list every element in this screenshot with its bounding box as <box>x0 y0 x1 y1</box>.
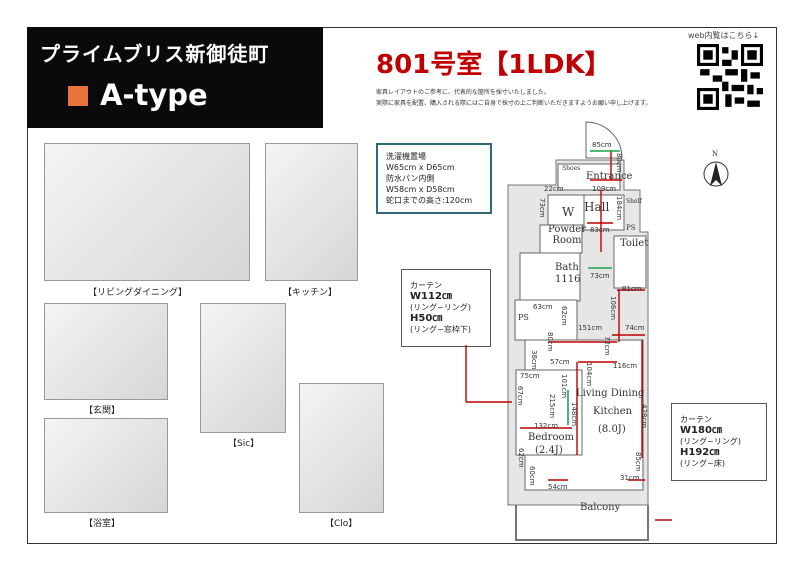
dim: 132cm <box>534 422 559 430</box>
dim: 184cm <box>615 196 623 221</box>
dim: 75cm <box>520 372 540 380</box>
room-bath: Bath 1116 <box>555 262 581 285</box>
dim: 80cm <box>546 332 554 352</box>
dim: 83cm <box>590 226 610 234</box>
dim: 81cm <box>622 285 642 293</box>
photo-kitchen[interactable] <box>265 143 358 281</box>
info-line: W65cm x D65cm <box>386 163 455 172</box>
web-tour-label: web内覧はこちら↓ <box>688 31 760 40</box>
room-living-dining: Living Dining <box>576 388 645 399</box>
info-line: カーテン <box>410 281 442 290</box>
info-line: W112㎝ <box>410 291 452 302</box>
dim: 151cm <box>578 324 603 332</box>
photo-caption: 【Clo】 <box>325 519 358 529</box>
info-line: H192㎝ <box>680 447 720 458</box>
info-line: カーテン <box>680 415 712 424</box>
dim: 67cm <box>516 386 524 406</box>
dim: 104cm <box>585 362 593 387</box>
room-ps-2: PS <box>626 224 636 232</box>
dim: 85cm <box>592 141 612 149</box>
room-ldk-size: (8.0J) <box>598 424 626 435</box>
north-arrow-icon <box>703 161 729 187</box>
dim: 148cm <box>570 402 578 427</box>
curtain-box-2: カーテン W180㎝ (リング~リング) H192㎝ (リング~床) <box>671 403 767 481</box>
info-line: (リング~リング) <box>410 303 471 312</box>
info-line: 蛇口までの高さ:120cm <box>386 196 473 205</box>
dim: 38cm <box>530 350 538 370</box>
dim: 109cm <box>592 185 617 193</box>
photo-living-dining[interactable] <box>44 143 250 281</box>
photo-caption: 【キッチン】 <box>283 288 338 298</box>
info-line: W180㎝ <box>680 425 722 436</box>
type-label: A-type <box>100 78 208 112</box>
photo-sic[interactable] <box>200 303 286 433</box>
header-banner <box>27 27 323 128</box>
dim: 62cm <box>517 448 525 468</box>
dim: 62cm <box>560 306 568 326</box>
dim: 73cm <box>590 272 610 280</box>
info-line: (リング~リング) <box>680 437 741 446</box>
shelf-label: Shelf <box>626 198 642 205</box>
photo-caption: 【玄関】 <box>84 406 121 416</box>
room-title: 801号室【1LDK】 <box>376 50 611 80</box>
info-line: H50㎝ <box>410 313 443 324</box>
dim: 101cm <box>560 374 568 399</box>
photo-bathroom[interactable] <box>44 418 168 513</box>
curtain-box-1: カーテン W112㎝ (リング~リング) H50㎝ (リング~窓枠下) <box>401 269 491 347</box>
building-name: プライムブリス新御徒町 <box>40 42 270 66</box>
info-line: W58cm x D58cm <box>386 185 455 194</box>
shoes-label: Shoes <box>562 165 581 172</box>
dim: 428cm <box>640 404 648 429</box>
dim: 215cm <box>548 394 556 419</box>
note-line: 家具レイアウトのご参考に、代表的な箇所を採寸いたしました。 <box>376 89 550 96</box>
dim: 72cm <box>603 336 611 356</box>
dim: 63cm <box>533 303 553 311</box>
dim: 106cm <box>609 296 617 321</box>
info-line: (リング~窓枠下) <box>410 325 471 334</box>
dim: 22cm <box>544 185 564 193</box>
qr-code-icon[interactable] <box>697 44 763 110</box>
photo-closet[interactable] <box>299 383 384 513</box>
info-line: 洗濯機置場 <box>386 152 426 161</box>
room-washer: W <box>562 205 575 219</box>
room-bedroom: Bedroom <box>528 432 574 443</box>
page-frame <box>27 27 777 544</box>
type-marker-icon <box>68 86 88 106</box>
dim: 116cm <box>613 362 638 370</box>
photo-caption: 【リビングダイニング】 <box>88 288 188 298</box>
laundry-info-box: 洗濯機置場 W65cm x D65cm 防水パン内側 W58cm x D58cm… <box>376 143 492 214</box>
dim: 54cm <box>548 483 568 491</box>
photo-caption: 【Sic】 <box>228 439 260 449</box>
room-hall: Hall <box>584 200 610 214</box>
dim: 74cm <box>625 324 645 332</box>
north-label: N <box>712 150 719 158</box>
info-line: (リング~床) <box>680 459 725 468</box>
dim: 80cm <box>615 153 623 173</box>
dim: 73cm <box>538 198 546 218</box>
note-line: 実際に家具を配置、購入される際にはご自身で採寸の上ご判断いただきますようお願い申… <box>376 100 652 107</box>
dim: 31cm <box>620 474 640 482</box>
room-powder: Powder Room <box>548 224 587 246</box>
photo-caption: 【浴室】 <box>84 519 121 529</box>
photo-entrance[interactable] <box>44 303 168 400</box>
room-kitchen: Kitchen <box>593 406 633 417</box>
room-entrance: Entrance <box>586 171 633 182</box>
balcony-label: Balcony <box>580 502 621 513</box>
room-bedroom-size: (2.4J) <box>535 445 563 456</box>
dim: 60cm <box>528 466 536 486</box>
dim: 57cm <box>550 358 570 366</box>
room-toilet: Toilet <box>620 238 649 249</box>
room-ps: PS <box>518 313 529 322</box>
dim: 85cm <box>634 452 642 472</box>
info-line: 防水パン内側 <box>386 174 435 183</box>
